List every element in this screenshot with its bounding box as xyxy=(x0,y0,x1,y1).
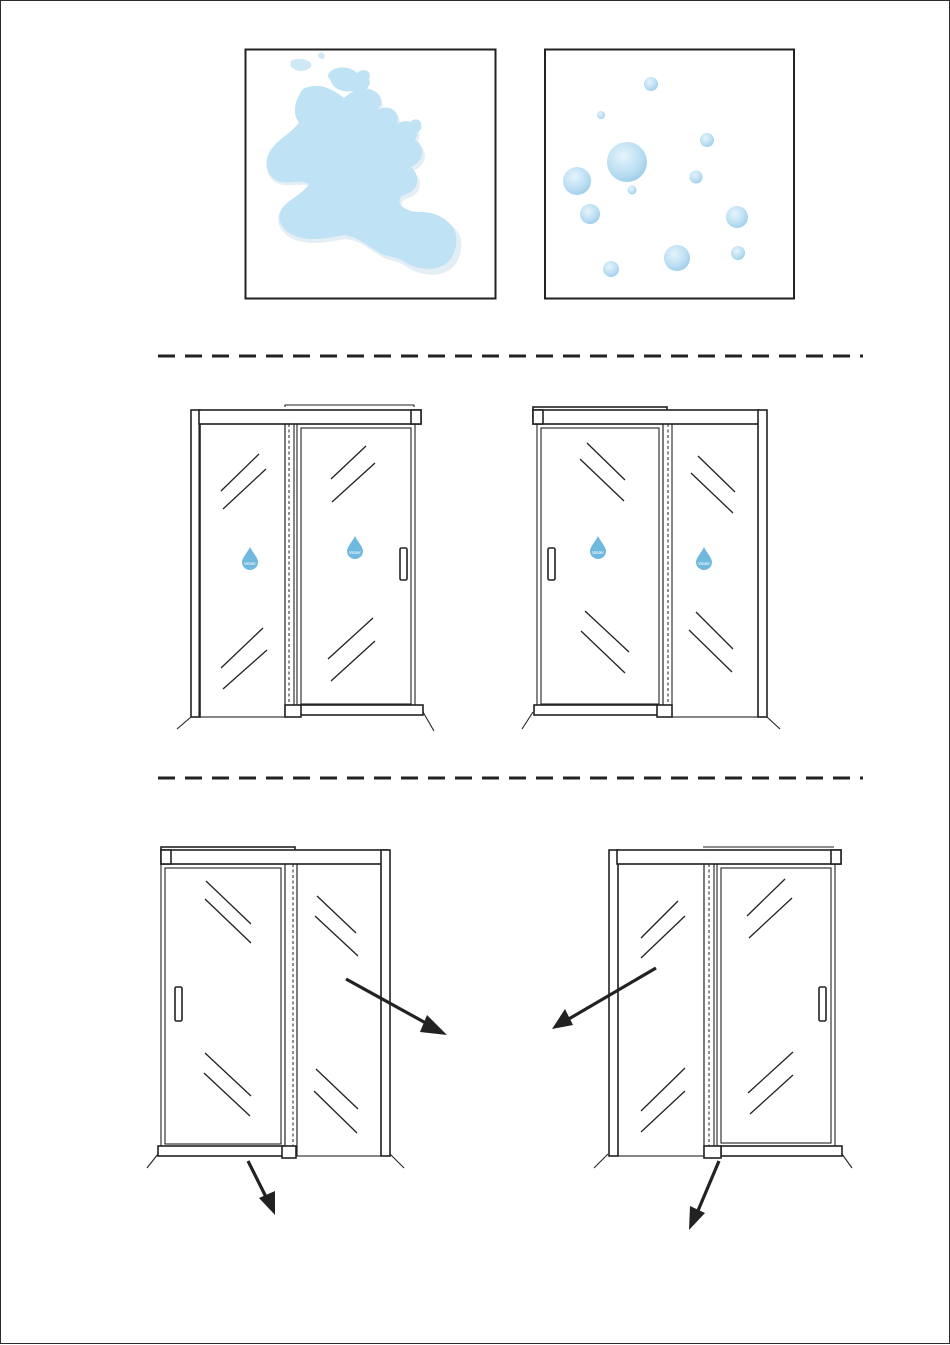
door-handle-icon xyxy=(548,548,555,580)
arrow-icon xyxy=(689,1161,719,1230)
water-drop-icon: Water xyxy=(242,547,258,570)
shower-enclosure-right: Water Water xyxy=(522,407,780,729)
water-drop-icon: Water xyxy=(347,536,363,559)
door-handle-icon xyxy=(175,987,182,1021)
svg-text:Water: Water xyxy=(698,561,710,566)
water-sheeting-panel xyxy=(246,50,496,299)
arrow-icon xyxy=(248,1161,275,1215)
shower-enclosure-bottom-right xyxy=(552,847,852,1230)
water-beading-panel xyxy=(545,50,794,299)
svg-text:Water: Water xyxy=(349,550,361,555)
water-drop-icon: Water xyxy=(696,547,712,570)
shower-enclosure-left: Water Water xyxy=(177,405,434,731)
arrow-icon xyxy=(552,968,656,1029)
svg-text:Water: Water xyxy=(244,561,256,566)
door-handle-icon xyxy=(819,987,826,1021)
water-drop-icon: Water xyxy=(590,536,606,559)
arrow-icon xyxy=(346,979,447,1035)
shower-enclosure-bottom-left xyxy=(147,847,447,1215)
svg-text:Water: Water xyxy=(592,550,604,555)
door-handle-icon xyxy=(400,548,407,580)
